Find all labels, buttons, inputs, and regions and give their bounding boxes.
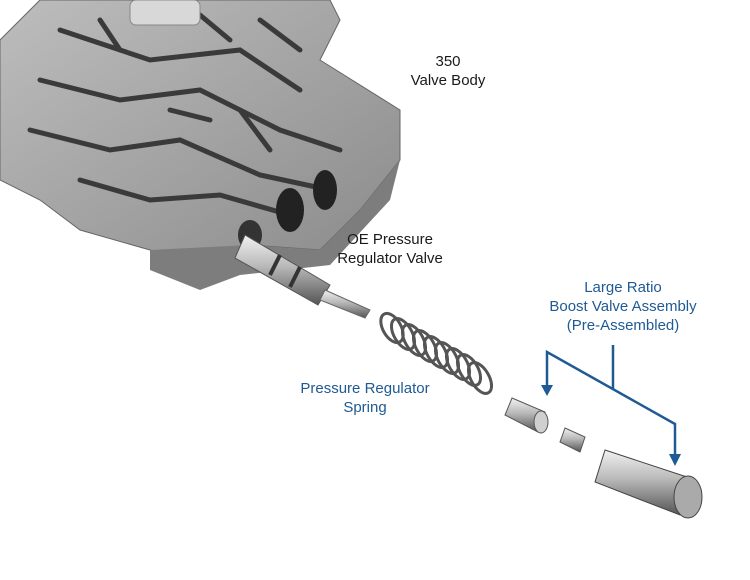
pressure-regulator-spring [379, 311, 494, 395]
label-line: OE Pressure [347, 231, 433, 248]
boost-valve-parts [504, 397, 703, 519]
label-line: Spring [343, 399, 387, 416]
label-oe-valve: OE Pressure Regulator Valve [320, 230, 460, 268]
label-line: Pressure Regulator [300, 380, 430, 397]
label-line: Boost Valve Assembly [549, 298, 697, 315]
valve-body [0, 0, 401, 290]
oe-pressure-regulator-valve [234, 234, 371, 319]
label-spring: Pressure Regulator Spring [290, 379, 440, 417]
arrow-head-left [541, 385, 553, 396]
label-line: Valve Body [410, 72, 486, 89]
label-boost-valve: Large Ratio Boost Valve Assembly (Pre-As… [528, 278, 718, 335]
assembly-bracket [545, 345, 677, 458]
label-line: Large Ratio [584, 279, 662, 296]
label-line: (Pre-Assembled) [566, 317, 680, 334]
arrow-head-right [669, 454, 681, 466]
label-line: Regulator Valve [337, 250, 443, 267]
label-line: 350 [435, 53, 461, 70]
label-valve-body: 350 Valve Body [398, 52, 498, 90]
